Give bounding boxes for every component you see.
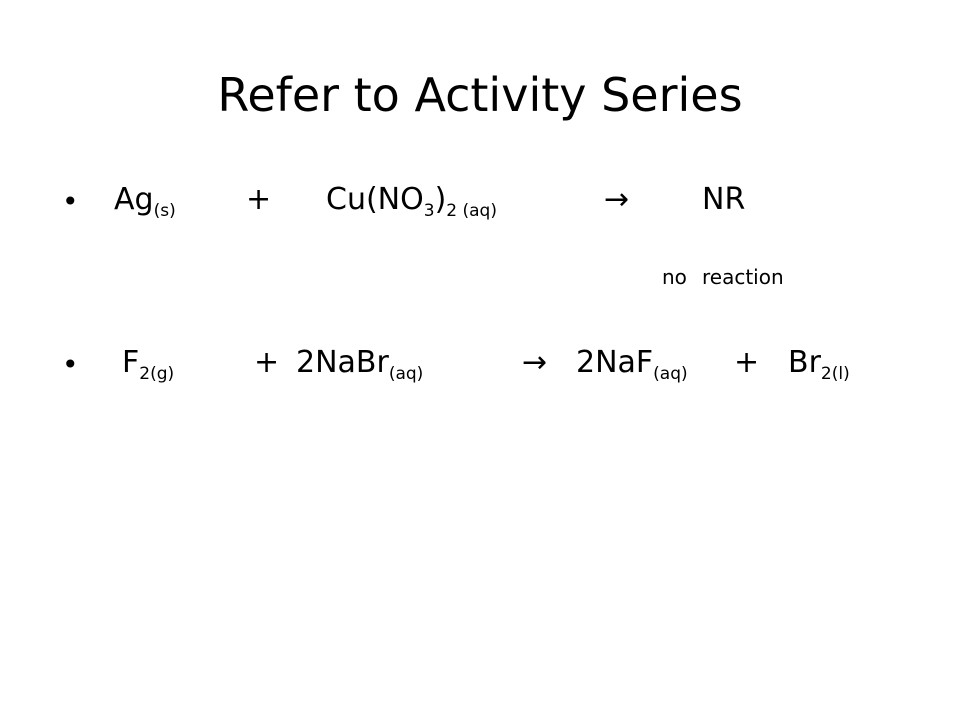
eq1-plus: + xyxy=(246,182,272,217)
eq2-br-state: 2(l) xyxy=(820,364,850,384)
eq2-reactant-nabr: 2NaBr(aq) xyxy=(296,345,424,384)
eq2-plus-2: + xyxy=(734,345,760,380)
eq1-reactant-ag: Ag(s) xyxy=(114,182,176,221)
bullet-1: • xyxy=(62,185,79,218)
eq2-plus-1: + xyxy=(254,345,280,380)
eq1-cu-sub3: 3 xyxy=(423,201,435,221)
eq2-nabr-state: (aq) xyxy=(388,364,424,384)
eq2-product-br2: Br2(l) xyxy=(788,345,850,384)
eq1-cu-state: 2 (aq) xyxy=(446,201,497,221)
eq1-product-nr: NR xyxy=(702,182,746,217)
eq2-naf-state: (aq) xyxy=(653,364,688,384)
eq1-arrow: → xyxy=(604,182,630,217)
eq2-arrow: → xyxy=(522,345,548,380)
eq1-note-reaction: reaction xyxy=(702,265,784,289)
bullet-2: • xyxy=(62,348,79,381)
eq2-f-state: 2(g) xyxy=(139,364,175,384)
eq1-reactant-cuno3: Cu(NO3)2 (aq) xyxy=(326,182,497,221)
eq2-reactant-f2: F2(g) xyxy=(122,345,175,384)
slide-title: Refer to Activity Series xyxy=(217,68,743,122)
eq1-note-no: no xyxy=(662,265,687,289)
eq1-ag-state: (s) xyxy=(153,201,176,221)
eq2-product-naf: 2NaF(aq) xyxy=(576,345,688,384)
